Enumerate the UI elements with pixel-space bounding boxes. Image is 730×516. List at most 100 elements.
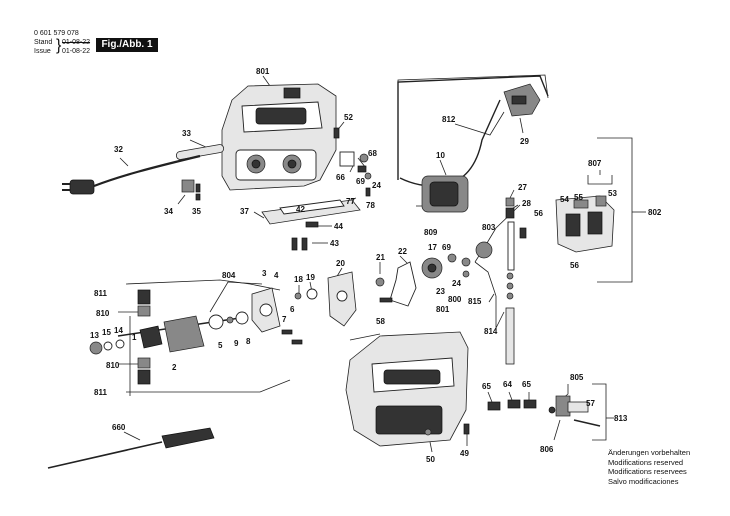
callout-18: 18 <box>294 275 303 284</box>
callout-811-lower: 811 <box>94 388 107 397</box>
lower-housing-801 <box>345 331 469 447</box>
gear-assembly-802 <box>555 195 615 253</box>
callout-806: 806 <box>540 445 554 454</box>
linkage-20-22 <box>327 261 417 327</box>
callout-9: 9 <box>234 339 239 348</box>
stand-value-struck: 01-08-22 <box>62 39 91 46</box>
header-brace: } <box>56 37 62 54</box>
callout-66: 66 <box>336 173 345 182</box>
callout-17: 17 <box>428 243 437 252</box>
field-10 <box>416 175 469 213</box>
leader-lines <box>118 74 646 453</box>
callout-24: 24 <box>372 181 381 190</box>
modification-notes: Änderungen vorbehalten Modifications res… <box>608 448 690 486</box>
callout-37: 37 <box>240 207 249 216</box>
callout-10: 10 <box>436 151 445 160</box>
callout-58: 58 <box>376 317 385 326</box>
callout-64: 64 <box>503 380 512 389</box>
callout-805: 805 <box>570 373 584 382</box>
callout-800: 800 <box>448 295 462 304</box>
issue-value: 01-08-22 <box>62 48 91 55</box>
callout-20: 20 <box>336 259 345 268</box>
callout-6: 6 <box>290 305 295 314</box>
callout-53: 53 <box>608 189 617 198</box>
callout-2: 2 <box>172 363 177 372</box>
callout-810-upper: 810 <box>96 309 110 318</box>
screw-52 <box>333 127 340 139</box>
callout-49: 49 <box>460 449 469 458</box>
callout-56-lower: 56 <box>570 261 579 270</box>
callout-65-right: 65 <box>522 380 531 389</box>
callout-24-lower: 24 <box>452 279 461 288</box>
callout-23: 23 <box>436 287 445 296</box>
screwdriver-660 <box>47 427 215 469</box>
callout-8: 8 <box>246 337 251 346</box>
note-de: Änderungen vorbehalten <box>608 448 691 457</box>
base-plate-42 <box>261 199 361 225</box>
brush-holder-810-811 <box>137 289 151 385</box>
callout-29: 29 <box>520 137 529 146</box>
callout-15: 15 <box>102 328 111 337</box>
callout-807: 807 <box>588 159 602 168</box>
stand-label: Stand <box>34 39 53 46</box>
callout-812: 812 <box>442 115 456 124</box>
callout-28: 28 <box>522 199 531 208</box>
callout-35: 35 <box>192 207 201 216</box>
callout-4: 4 <box>274 271 279 280</box>
callout-14: 14 <box>114 326 123 335</box>
small-parts-68-69-24 <box>339 151 372 197</box>
callout-68: 68 <box>368 149 377 158</box>
callout-803: 803 <box>482 223 496 232</box>
plunger-814 <box>505 221 515 365</box>
clips-64-65 <box>487 399 537 411</box>
callout-55: 55 <box>574 193 583 202</box>
gear-plate-3-4 <box>251 287 318 345</box>
bearing-13-15-14 <box>89 339 125 355</box>
note-en: Modifications reserved <box>608 457 684 467</box>
callout-802: 802 <box>648 208 662 217</box>
callout-7: 7 <box>282 315 287 324</box>
switch-29 <box>503 83 541 117</box>
callout-801-lower: 801 <box>436 305 450 314</box>
callout-813: 813 <box>614 414 628 423</box>
callout-33: 33 <box>182 129 191 138</box>
armature-1 <box>117 311 249 353</box>
callout-78: 78 <box>366 201 375 210</box>
callout-56-upper: 56 <box>534 209 543 218</box>
guide-27-28 <box>505 197 515 219</box>
callout-54: 54 <box>560 195 569 204</box>
callout-809: 809 <box>424 228 438 237</box>
callout-815: 815 <box>468 297 482 306</box>
upper-housing-801 <box>221 83 337 191</box>
callout-801: 801 <box>256 67 270 76</box>
callout-804: 804 <box>222 271 236 280</box>
callout-labels: 801 52 33 32 812 29 68 66 69 24 78 77 34… <box>90 67 662 464</box>
callout-44: 44 <box>334 222 343 231</box>
callout-22: 22 <box>398 247 407 256</box>
tube-33 <box>175 144 225 160</box>
figure-label: Fig./Abb. 1 <box>96 38 158 52</box>
callout-69: 69 <box>356 177 365 186</box>
callout-1: 1 <box>132 333 137 342</box>
blade-clamp-813 <box>548 395 601 427</box>
callout-5: 5 <box>218 341 223 350</box>
note-fr: Modifications reservees <box>608 467 687 477</box>
shoe-screws-43-44 <box>291 221 319 251</box>
callout-42: 42 <box>296 205 305 214</box>
callout-43: 43 <box>330 239 339 248</box>
callout-50: 50 <box>426 455 435 464</box>
callout-69-lower: 69 <box>442 243 451 252</box>
callout-13: 13 <box>90 331 99 340</box>
issue-label: Issue <box>34 48 51 55</box>
callout-34: 34 <box>164 207 173 216</box>
part-number: 0 601 579 078 <box>34 30 79 37</box>
callout-811-upper: 811 <box>94 289 107 298</box>
callout-27: 27 <box>518 183 527 192</box>
callout-814: 814 <box>484 327 498 336</box>
gear-parts-809-17 <box>421 227 527 279</box>
note-es: Salvo modificaciones <box>608 476 679 486</box>
callout-52: 52 <box>344 113 353 122</box>
callout-660: 660 <box>112 423 126 432</box>
callout-32: 32 <box>114 145 123 154</box>
